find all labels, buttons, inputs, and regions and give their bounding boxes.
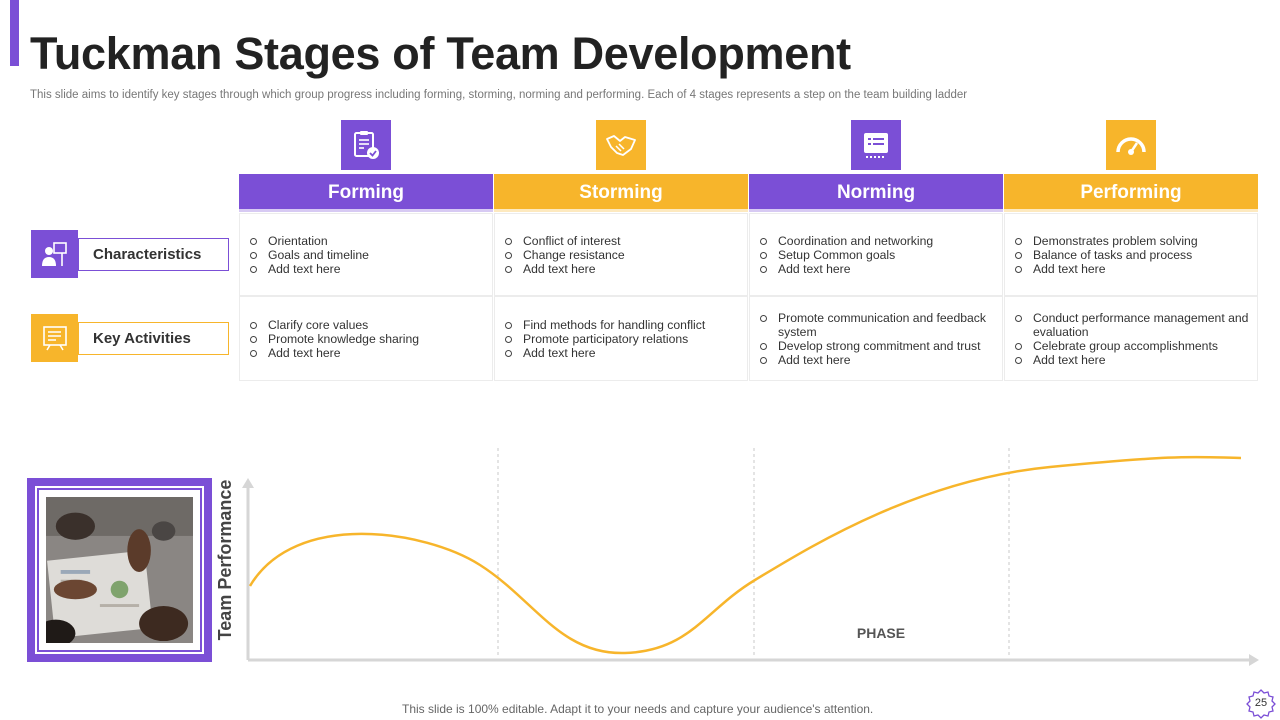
stage-header-forming: Forming [239,174,493,212]
list-item: Change resistance [505,248,745,262]
x-axis-label: PHASE [857,625,905,641]
list-item: Add text here [250,262,490,276]
list-item: Find methods for handling conflict [505,318,745,332]
cell-norming-characteristics: Coordination and networking Setup Common… [749,213,1003,296]
speedometer-icon [1106,120,1156,170]
page-number-badge: 25 [1245,688,1277,720]
y-axis-arrow [242,478,254,488]
list-item: Promote knowledge sharing [250,332,490,346]
stage-header-storming: Storming [494,174,748,212]
list-item: Conduct performance management and evalu… [1015,311,1255,339]
clipboard-check-icon [341,120,391,170]
row-label-text: Key Activities [78,322,229,355]
list-item: Clarify core values [250,318,490,332]
handshake-icon [596,120,646,170]
list-item: Setup Common goals [760,248,1000,262]
list-item: Coordination and networking [760,234,1000,248]
cell-norming-activities: Promote communication and feedback syste… [749,296,1003,381]
list-item: Add text here [505,262,745,276]
list-item: Add text here [1015,353,1255,367]
list-item: Add text here [250,346,490,360]
list-item: Demonstrates problem solving [1015,234,1255,248]
list-item: Add text here [1015,262,1255,276]
cell-performing-characteristics: Demonstrates problem solving Balance of … [1004,213,1258,296]
team-performance-chart: Team Performance PHASE [215,448,1259,666]
cell-performing-activities: Conduct performance management and evalu… [1004,296,1258,381]
footer-note: This slide is 100% editable. Adapt it to… [402,702,874,716]
gear-icon [1246,689,1276,719]
page-number: 25 [1254,697,1268,709]
slide-title: Tuckman Stages of Team Development [30,28,851,79]
list-item: Orientation [250,234,490,248]
list-item: Develop strong commitment and trust [760,339,1000,353]
list-item: Goals and timeline [250,248,490,262]
stage-header-performing: Performing [1004,174,1258,212]
x-axis-arrow [1249,654,1259,666]
meeting-photo [36,497,193,647]
list-item: Conflict of interest [505,234,745,248]
checklist-icon [851,120,901,170]
slide-subtitle: This slide aims to identify key stages t… [30,89,968,101]
cell-storming-activities: Find methods for handling conflict Promo… [494,296,748,381]
list-item: Add text here [760,353,1000,367]
list-item: Add text here [760,262,1000,276]
list-item: Promote communication and feedback syste… [760,311,1000,339]
list-item: Promote participatory relations [505,332,745,346]
cell-forming-characteristics: Orientation Goals and timeline Add text … [239,213,493,296]
title-accent-bar [10,0,19,66]
list-item: Celebrate group accomplishments [1015,339,1255,353]
stage-header-norming: Norming [749,174,1003,212]
meeting-photo-frame [27,478,212,662]
performance-curve [248,455,1242,655]
y-axis-label: Team Performance [215,480,235,641]
list-item: Add text here [505,346,745,360]
team-presentation-icon [31,230,78,278]
checklist-board-icon [31,314,78,362]
row-label-text: Characteristics [78,238,229,271]
cell-forming-activities: Clarify core values Promote knowledge sh… [239,296,493,381]
list-item: Balance of tasks and process [1015,248,1255,262]
cell-storming-characteristics: Conflict of interest Change resistance A… [494,213,748,296]
